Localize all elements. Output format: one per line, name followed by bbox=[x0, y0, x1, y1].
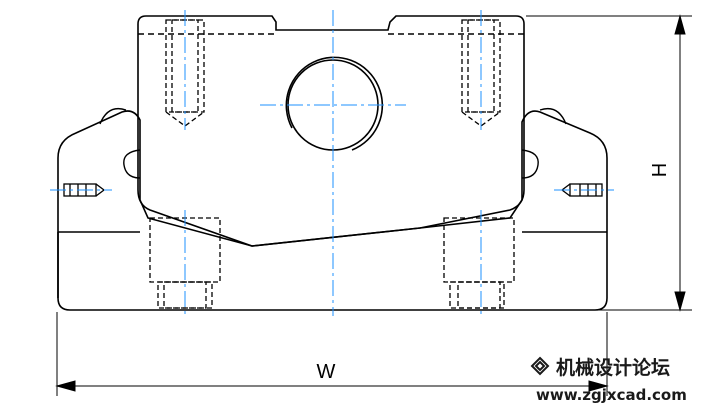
watermark-title: 机械设计论坛 bbox=[556, 356, 670, 379]
bottom-mounting-holes bbox=[149, 217, 515, 309]
centerlines bbox=[50, 10, 614, 316]
width-label: W bbox=[317, 361, 336, 383]
dimension-w bbox=[55, 312, 609, 396]
side-seals bbox=[99, 107, 567, 179]
watermark: 机械设计论坛 www.zgjxcad.com bbox=[530, 356, 687, 404]
carriage-block bbox=[137, 15, 525, 247]
central-bore bbox=[285, 56, 384, 151]
watermark-url: www.zgjxcad.com bbox=[536, 386, 687, 404]
height-label: H bbox=[649, 163, 671, 177]
diamond-logo-icon bbox=[530, 356, 550, 376]
dimension-h bbox=[526, 14, 692, 312]
